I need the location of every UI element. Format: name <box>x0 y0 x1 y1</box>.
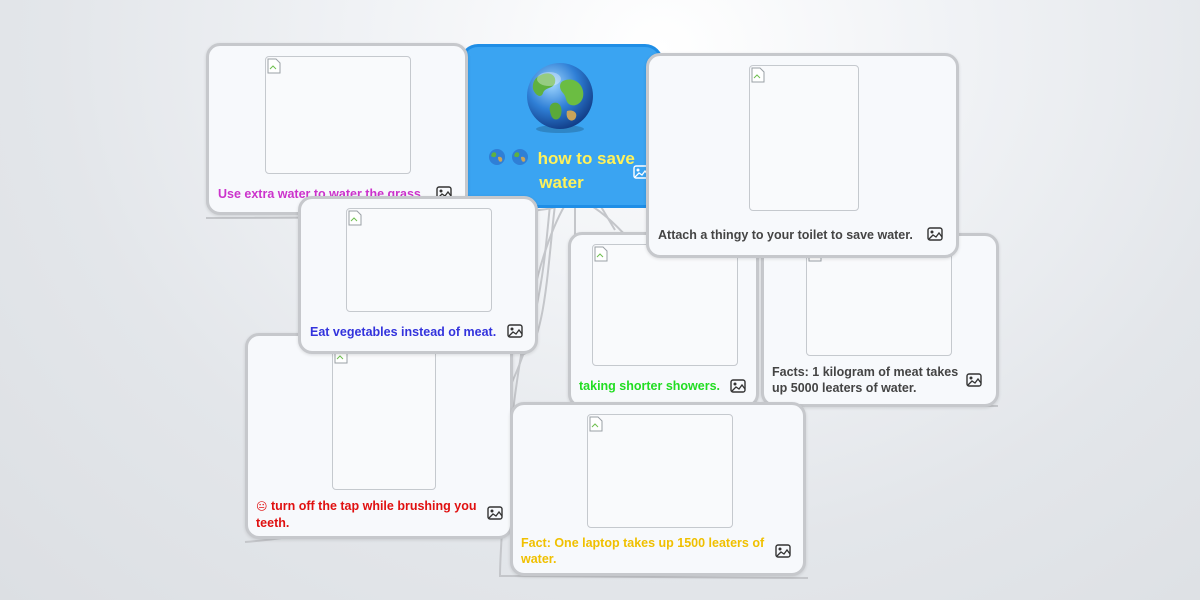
image-placeholder <box>265 56 411 174</box>
neutral-face-icon: 😐 <box>256 501 268 513</box>
topic-label-laptop-line2: water. <box>521 552 557 566</box>
topic-label-tap: 😐 turn off the tap while brushing you te… <box>256 498 484 531</box>
central-topic[interactable]: how to save water <box>460 44 663 208</box>
topic-label-vegetables: Eat vegetables instead of meat. <box>310 325 497 339</box>
broken-image-icon <box>267 58 281 74</box>
image-icon[interactable] <box>487 506 503 520</box>
globe-icon <box>511 149 528 165</box>
image-placeholder <box>749 65 859 211</box>
image-placeholder <box>806 244 952 356</box>
image-icon[interactable] <box>507 324 523 338</box>
topic-label-laptop: Fact: One laptop takes up 1500 leaters o… <box>521 535 771 567</box>
topic-label-tap-line1: turn off the tap while brushing you <box>270 499 477 513</box>
topic-label-toilet: Attach a thingy to your toilet to save w… <box>658 228 913 242</box>
image-icon[interactable] <box>730 379 746 393</box>
broken-image-icon <box>751 67 765 83</box>
central-topic-title-line1: how to save <box>537 149 635 168</box>
broken-image-icon <box>589 416 603 432</box>
topic-card-showers[interactable]: taking shorter showers. <box>568 232 759 408</box>
image-placeholder <box>346 208 492 312</box>
topic-card-tap[interactable]: 😐 turn off the tap while brushing you te… <box>245 333 513 539</box>
topic-card-toilet[interactable]: Attach a thingy to your toilet to save w… <box>646 53 959 258</box>
topic-card-grass[interactable]: Use extra water to water the grass. <box>206 43 468 215</box>
topic-label-tap-line2: teeth. <box>256 516 290 530</box>
image-placeholder <box>332 346 436 490</box>
globe-icon <box>489 149 506 165</box>
topic-label-meat: Facts: 1 kilogram of meat takes up 5000 … <box>772 364 967 396</box>
broken-image-icon <box>594 246 608 262</box>
image-placeholder <box>587 414 733 528</box>
image-icon[interactable] <box>966 373 982 387</box>
topic-card-meat[interactable]: Facts: 1 kilogram of meat takes up 5000 … <box>761 233 999 407</box>
topic-card-laptop[interactable]: Fact: One laptop takes up 1500 leaters o… <box>510 402 806 576</box>
broken-image-icon <box>348 210 362 226</box>
image-placeholder <box>592 244 738 366</box>
image-icon[interactable] <box>775 544 791 558</box>
topic-label-laptop-line1: Fact: One laptop takes up 1500 leaters o… <box>521 536 765 550</box>
central-topic-title-line2: water <box>539 173 584 192</box>
image-icon[interactable] <box>927 227 943 241</box>
topic-label-showers: taking shorter showers. <box>579 379 721 393</box>
topic-label-meat-line2: up 5000 leaters of water. <box>772 381 917 395</box>
topic-card-vegetables[interactable]: Eat vegetables instead of meat. <box>298 196 538 354</box>
topic-label-meat-line1: Facts: 1 kilogram of meat takes <box>772 365 959 379</box>
globe-icon <box>527 63 593 133</box>
connector-toilet <box>599 204 616 231</box>
central-topic-title: how to save water <box>463 147 660 195</box>
